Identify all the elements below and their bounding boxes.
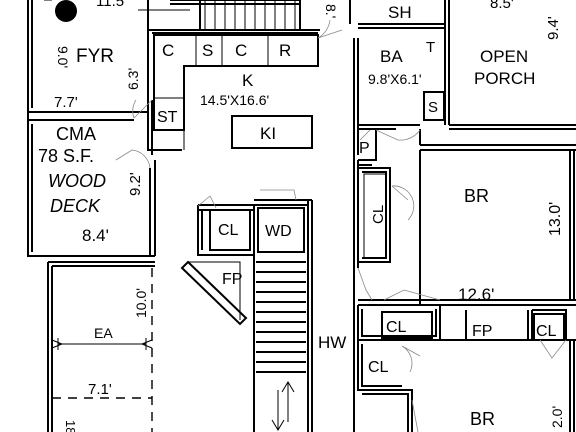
cl-right-label: CL xyxy=(536,323,557,340)
dim-top-label: 11.5' xyxy=(96,0,127,10)
ba-dim-label: 9.8'X6.1' xyxy=(368,71,422,87)
ea-label: EA xyxy=(94,325,113,341)
appliances xyxy=(180,91,565,341)
deck-dim-bottom-label: 8.4' xyxy=(82,226,109,245)
counter-r-label: R xyxy=(279,41,291,60)
porch-label: PORCH xyxy=(474,69,535,88)
br1-dim-right-label: 13.0' xyxy=(547,202,564,236)
fyr-dim-left-label: 9.0' xyxy=(55,46,71,68)
ea-dim-right-label: 10.0' xyxy=(133,288,149,318)
wood-label: WOOD xyxy=(48,171,106,191)
cma-sf-label: 78 S.F. xyxy=(38,146,94,166)
porch-dim-top-label: 8.5' xyxy=(490,0,514,12)
br1-dim-bottom-label: 12.6' xyxy=(458,285,494,304)
cl-hw1-label: CL xyxy=(386,319,407,336)
staircase xyxy=(170,0,306,373)
deck-label: DECK xyxy=(50,196,101,216)
wd-label: WD xyxy=(265,223,292,240)
counter-s1-label: S xyxy=(202,41,213,60)
s2-label: S xyxy=(428,99,438,116)
counter-c2-label: C xyxy=(235,41,247,60)
cl-stair1-label: CL xyxy=(218,222,239,239)
ki-label: KI xyxy=(260,124,276,143)
walls xyxy=(27,0,576,432)
kitchen-counters xyxy=(153,34,319,150)
cl-hw2-label: CL xyxy=(368,359,389,376)
st-label: ST xyxy=(157,109,178,126)
symbols xyxy=(55,0,77,22)
open-label: OPEN xyxy=(480,47,528,66)
fyr-dim-right-label: 6.3' xyxy=(125,68,141,90)
dashed-walls xyxy=(52,268,153,432)
ba-label: BA xyxy=(380,47,403,66)
dim-8-label: 8.' xyxy=(323,4,339,18)
fp1-label: FP xyxy=(222,271,242,288)
counter-c1-label: C xyxy=(162,41,174,60)
p-label: P xyxy=(359,140,370,157)
dim-18-label: 18 xyxy=(63,420,78,432)
porch-dim-right-label: 9.4' xyxy=(545,16,562,40)
fyr-width-label: 7.7' xyxy=(54,94,78,111)
br2-label: BR xyxy=(470,409,495,429)
cl-hall-v-label: CL xyxy=(370,205,387,224)
dimension-lines xyxy=(44,0,295,431)
door-swings xyxy=(115,19,567,432)
deck-dim-right-label: 9.2' xyxy=(127,172,144,196)
hw-label: HW xyxy=(318,333,346,352)
br1-label: BR xyxy=(464,186,489,206)
br2-dim-right-label: 2.0' xyxy=(549,406,565,428)
fp2-label: FP xyxy=(472,323,492,340)
ea-width-label: 7.1' xyxy=(88,381,112,398)
cma-label: CMA xyxy=(56,124,96,144)
kitchen-dim-label: 14.5'X16.6' xyxy=(200,92,269,108)
fyr-label: FYR xyxy=(76,46,114,67)
sh-label: SH xyxy=(388,3,412,22)
t-label: T xyxy=(426,39,435,56)
kitchen-label: K xyxy=(242,71,254,90)
